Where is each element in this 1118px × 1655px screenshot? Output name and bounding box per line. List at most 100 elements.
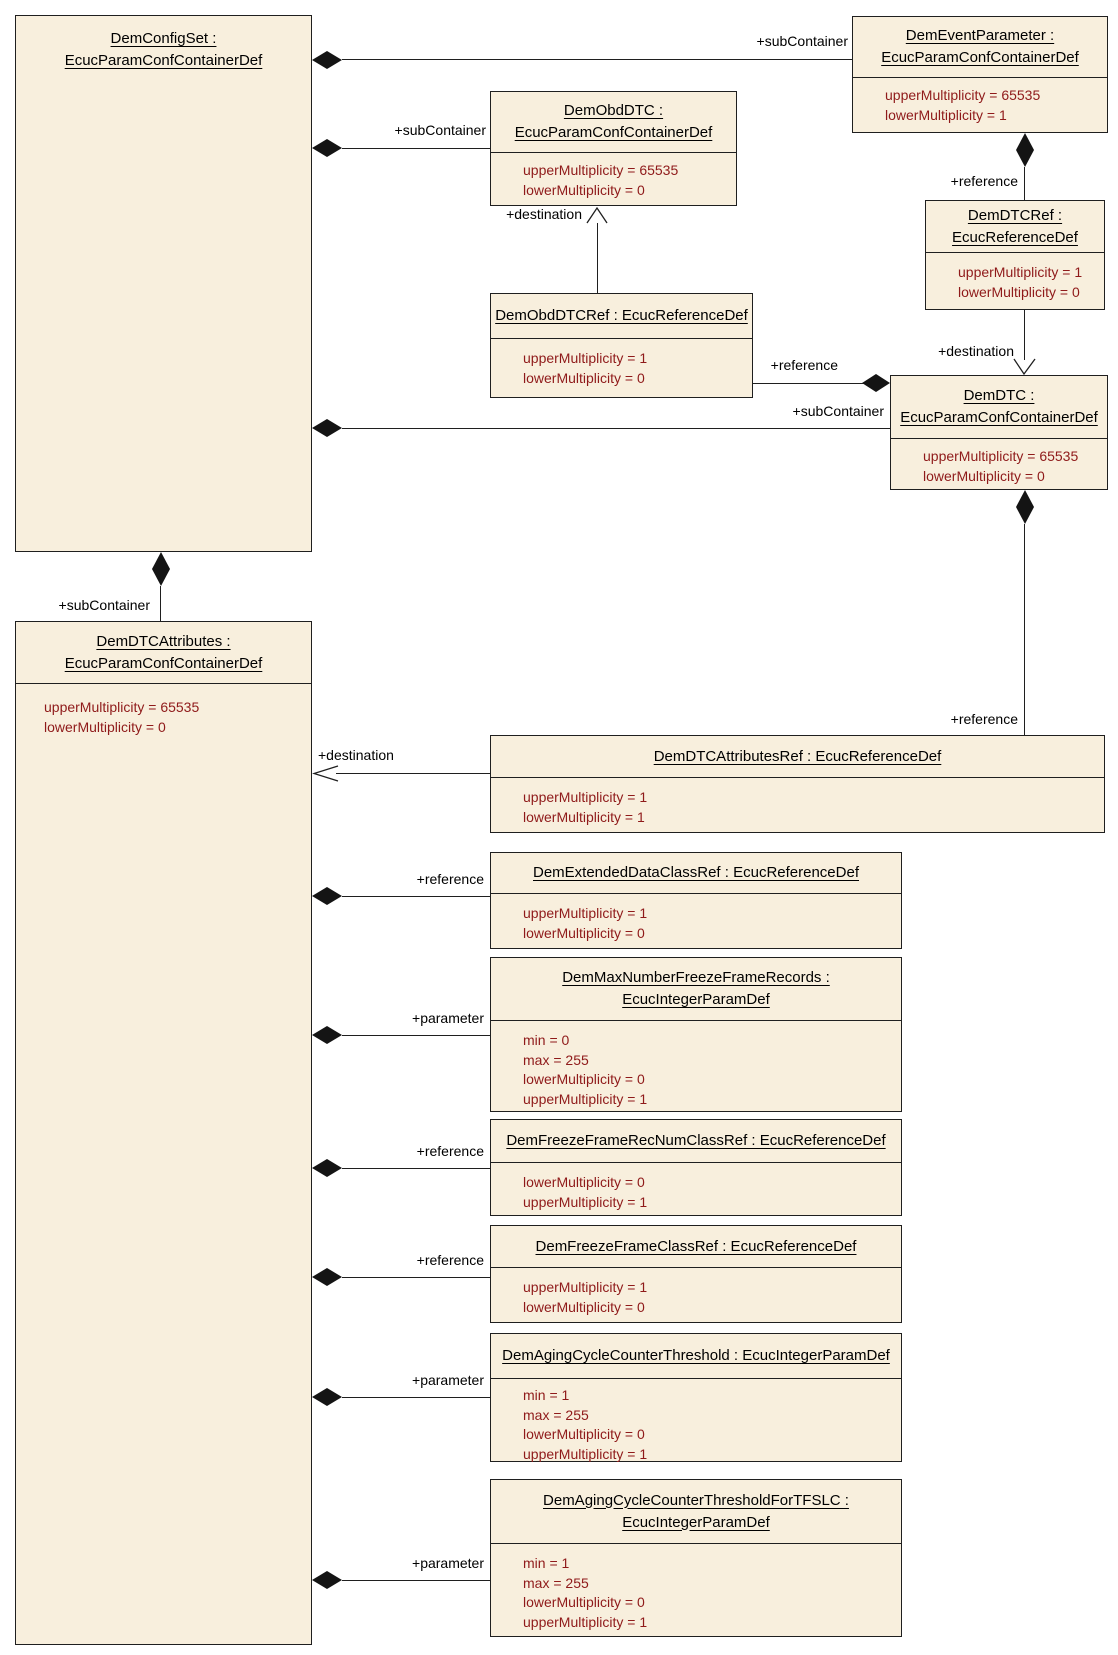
attribute-line: upperMultiplicity = 1 <box>523 789 648 805</box>
connector-label: +reference <box>950 173 1018 189</box>
box-attributes: upperMultiplicity = 1 lowerMultiplicity … <box>491 894 901 943</box>
attribute-line: upperMultiplicity = 1 <box>523 1090 648 1107</box>
box-title-line: DemAgingCycleCounterThresholdForTFSLC : <box>543 1491 849 1509</box>
connector-line <box>342 59 852 60</box>
composition-diamond-icon <box>312 139 342 157</box>
box-title-line: EcucParamConfContainerDef <box>881 49 1079 66</box>
destination-arrow-icon <box>584 206 610 224</box>
box-title: DemObdDTC : EcucParamConfContainerDef <box>491 92 736 153</box>
connector-label: +parameter <box>412 1010 484 1026</box>
box-title-line: DemDTCAttributesRef : EcucReferenceDef <box>653 747 942 765</box>
box-title-line: DemMaxNumberFreezeFrameRecords : <box>562 969 830 986</box>
attribute-line: max = 255 <box>523 1406 589 1423</box>
box-attributes: upperMultiplicity = 1 lowerMultiplicity … <box>491 339 752 388</box>
connector-line <box>342 148 490 149</box>
composition-diamond-icon <box>1016 490 1034 524</box>
attribute-line: upperMultiplicity = 65535 <box>523 162 679 178</box>
attribute-line: min = 0 <box>523 1032 570 1048</box>
connector-label: +reference <box>416 1252 484 1268</box>
box-attributes: lowerMultiplicity = 0 upperMultiplicity … <box>491 1163 901 1212</box>
class-box-dem-freeze-frame-rec-num-class-ref: DemFreezeFrameRecNumClassRef : EcucRefer… <box>490 1119 902 1216</box>
box-attributes: upperMultiplicity = 65535 lowerMultiplic… <box>891 439 1107 486</box>
box-title-line: EcucParamConfContainerDef <box>900 409 1098 426</box>
attribute-line: upperMultiplicity = 1 <box>523 1445 648 1462</box>
connector-line <box>597 223 598 293</box>
connector-label: +destination <box>506 206 582 222</box>
box-title-line: DemAgingCycleCounterThreshold : EcucInte… <box>502 1347 890 1364</box>
connector-label: +destination <box>318 747 394 763</box>
attribute-line: lowerMultiplicity = 0 <box>958 283 1080 300</box>
composition-diamond-icon <box>152 552 170 586</box>
box-title-line: EcucParamConfContainerDef <box>514 124 713 141</box>
connector-label: +subContainer <box>58 597 150 613</box>
attribute-line: upperMultiplicity = 1 <box>523 350 648 366</box>
box-title: DemObdDTCRef : EcucReferenceDef <box>491 294 752 339</box>
attribute-line: lowerMultiplicity = 0 <box>523 1071 645 1087</box>
box-title-line: EcucParamConfContainerDef <box>64 52 263 69</box>
class-box-dem-obd-dtc-ref: DemObdDTCRef : EcucReferenceDef upperMul… <box>490 293 753 398</box>
class-box-dem-dtc-attributes-ref: DemDTCAttributesRef : EcucReferenceDef u… <box>490 735 1105 833</box>
connector-line <box>1024 524 1025 735</box>
composition-diamond-icon <box>1016 133 1034 167</box>
box-title: DemFreezeFrameClassRef : EcucReferenceDe… <box>491 1226 901 1268</box>
connector-label: +reference <box>770 357 838 373</box>
connector-label: +subContainer <box>756 33 848 49</box>
connector-line <box>342 1035 490 1036</box>
connector-line <box>342 1277 490 1278</box>
connector-line <box>342 1580 490 1581</box>
connector-label: +reference <box>416 1143 484 1159</box>
box-title: DemMaxNumberFreezeFrameRecords : EcucInt… <box>491 958 901 1021</box>
composition-diamond-icon <box>312 1571 342 1589</box>
box-title-line: DemDTCAttributes : <box>96 632 231 650</box>
box-title-line: DemDTC : <box>963 387 1035 404</box>
box-attributes: upperMultiplicity = 65535 lowerMultiplic… <box>16 684 311 737</box>
connector-label: +subContainer <box>394 122 486 138</box>
destination-arrow-icon <box>311 764 339 783</box>
attribute-line: min = 1 <box>523 1387 570 1403</box>
box-attributes: upperMultiplicity = 1 lowerMultiplicity … <box>491 778 1104 827</box>
box-attributes: min = 1 max = 255 lowerMultiplicity = 0 … <box>491 1544 901 1632</box>
attribute-line: lowerMultiplicity = 0 <box>44 718 166 735</box>
attribute-line: upperMultiplicity = 1 <box>523 1193 648 1210</box>
attribute-line: upperMultiplicity = 1 <box>523 1279 648 1295</box>
composition-diamond-icon <box>312 1159 342 1177</box>
connector-label: +reference <box>416 871 484 887</box>
connector-label: +destination <box>938 343 1014 359</box>
destination-arrow-icon <box>1011 358 1038 376</box>
attribute-line: lowerMultiplicity = 0 <box>923 467 1045 484</box>
class-box-dem-dtc: DemDTC : EcucParamConfContainerDef upper… <box>890 375 1108 490</box>
box-title-line: DemDTCRef : <box>967 206 1063 224</box>
connector-label: +parameter <box>412 1555 484 1571</box>
box-title-line: EcucReferenceDef <box>952 228 1078 246</box>
box-title: DemEventParameter : EcucParamConfContain… <box>853 17 1107 78</box>
attribute-line: lowerMultiplicity = 1 <box>523 808 645 825</box>
box-title-line: EcucIntegerParamDef <box>622 991 770 1008</box>
composition-diamond-icon <box>312 419 342 437</box>
box-title-line: DemExtendedDataClassRef : EcucReferenceD… <box>533 864 859 881</box>
connector-line <box>342 428 890 429</box>
box-attributes: min = 0 max = 255 lowerMultiplicity = 0 … <box>491 1021 901 1109</box>
box-title: DemAgingCycleCounterThresholdForTFSLC : … <box>491 1480 901 1544</box>
attribute-line: upperMultiplicity = 65535 <box>923 448 1079 464</box>
attribute-line: max = 255 <box>523 1051 589 1068</box>
class-box-dem-extended-data-class-ref: DemExtendedDataClassRef : EcucReferenceD… <box>490 852 902 949</box>
box-title-line: DemObdDTCRef : EcucReferenceDef <box>495 307 748 324</box>
class-box-dem-dtc-ref: DemDTCRef : EcucReferenceDef upperMultip… <box>925 200 1105 310</box>
attribute-line: lowerMultiplicity = 0 <box>523 181 645 198</box>
attribute-line: lowerMultiplicity = 0 <box>523 1298 645 1315</box>
connector-line <box>342 1397 490 1398</box>
class-box-dem-event-parameter: DemEventParameter : EcucParamConfContain… <box>852 16 1108 133</box>
box-title-line: DemFreezeFrameRecNumClassRef : EcucRefer… <box>506 1132 886 1149</box>
attribute-line: lowerMultiplicity = 0 <box>523 1594 645 1610</box>
box-title-line: DemObdDTC : <box>563 102 664 119</box>
box-title: DemFreezeFrameRecNumClassRef : EcucRefer… <box>491 1120 901 1163</box>
attribute-line: upperMultiplicity = 65535 <box>885 87 1041 103</box>
box-attributes: min = 1 max = 255 lowerMultiplicity = 0 … <box>491 1379 901 1464</box>
connector-label: +parameter <box>412 1372 484 1388</box>
connector-line <box>1024 167 1025 200</box>
class-box-dem-dtc-attributes: DemDTCAttributes : EcucParamConfContaine… <box>15 621 312 1645</box>
class-box-dem-max-number-freeze-frame-records: DemMaxNumberFreezeFrameRecords : EcucInt… <box>490 957 902 1112</box>
composition-diamond-icon <box>312 1026 342 1044</box>
attribute-line: lowerMultiplicity = 0 <box>523 1426 645 1442</box>
connector-line <box>342 1168 490 1169</box>
